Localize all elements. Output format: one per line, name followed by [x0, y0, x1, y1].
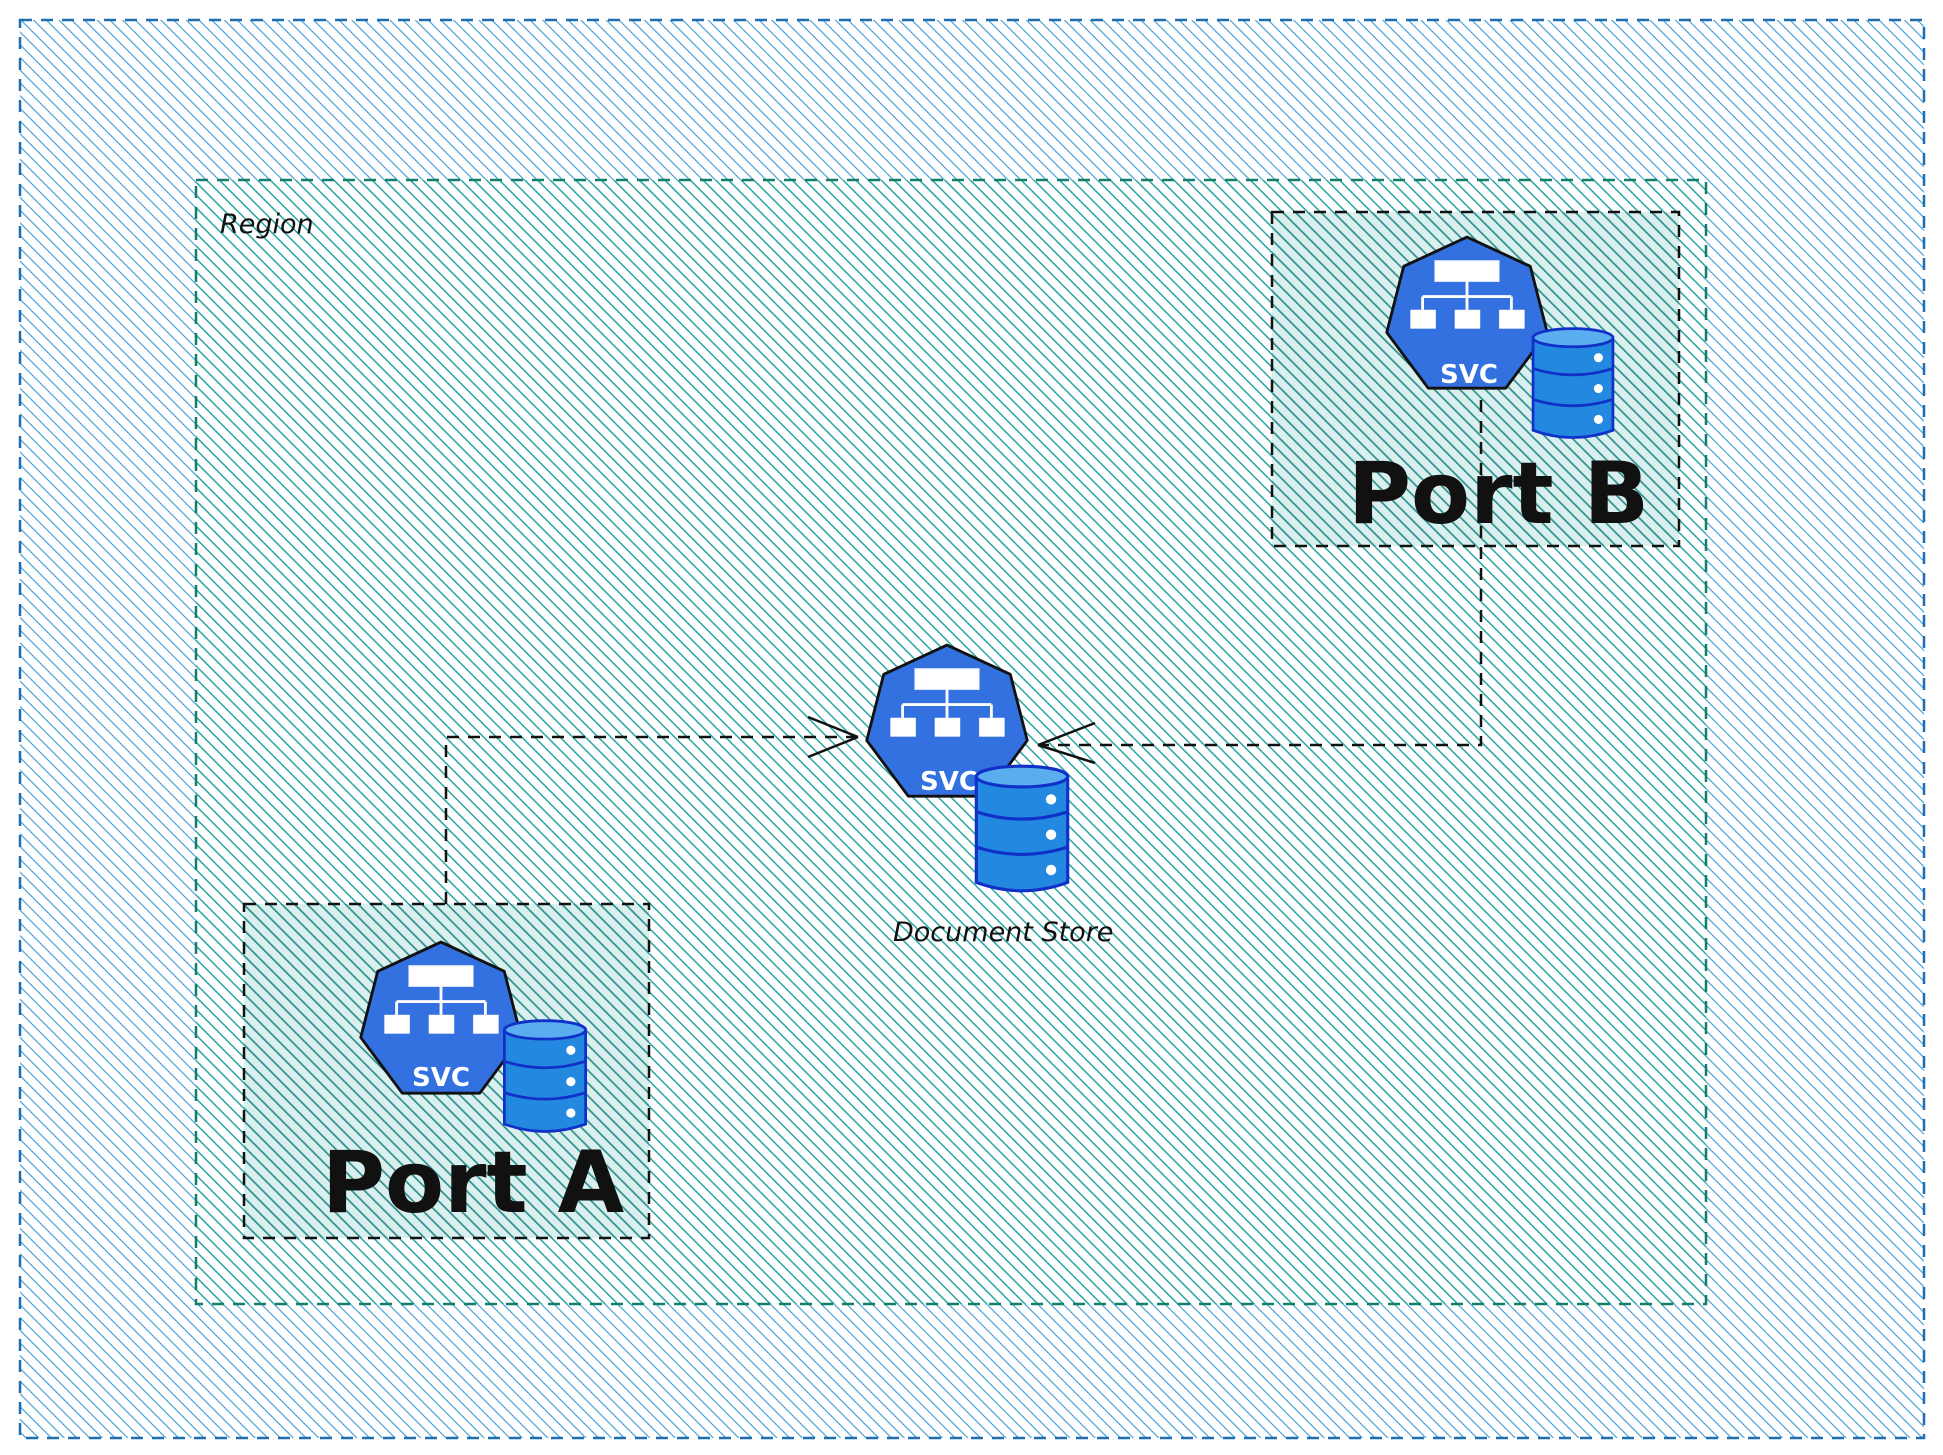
port-b-label: Port B: [1348, 444, 1649, 544]
svc-label: SVC: [1440, 360, 1498, 390]
port-b-node: SVC Port B: [1348, 235, 1649, 544]
database-icon: [974, 764, 1070, 893]
port-a-node: SVC Port A: [322, 940, 625, 1233]
document-store-node: SVC Document Store: [865, 643, 1113, 948]
connector-port-b-to-document-store: [1037, 400, 1483, 765]
svc-label: SVC: [412, 1063, 470, 1093]
region-label: Region: [220, 209, 314, 240]
document-store-label: Document Store: [893, 917, 1113, 948]
svc-label: SVC: [920, 767, 978, 797]
arrowhead-icon: [1037, 721, 1096, 747]
connector-port-a-to-document-store: [444, 715, 859, 904]
port-a-label: Port A: [322, 1133, 625, 1233]
arrowhead-icon: [807, 715, 859, 739]
database-icon: [502, 1019, 588, 1133]
database-icon: [1531, 327, 1615, 439]
